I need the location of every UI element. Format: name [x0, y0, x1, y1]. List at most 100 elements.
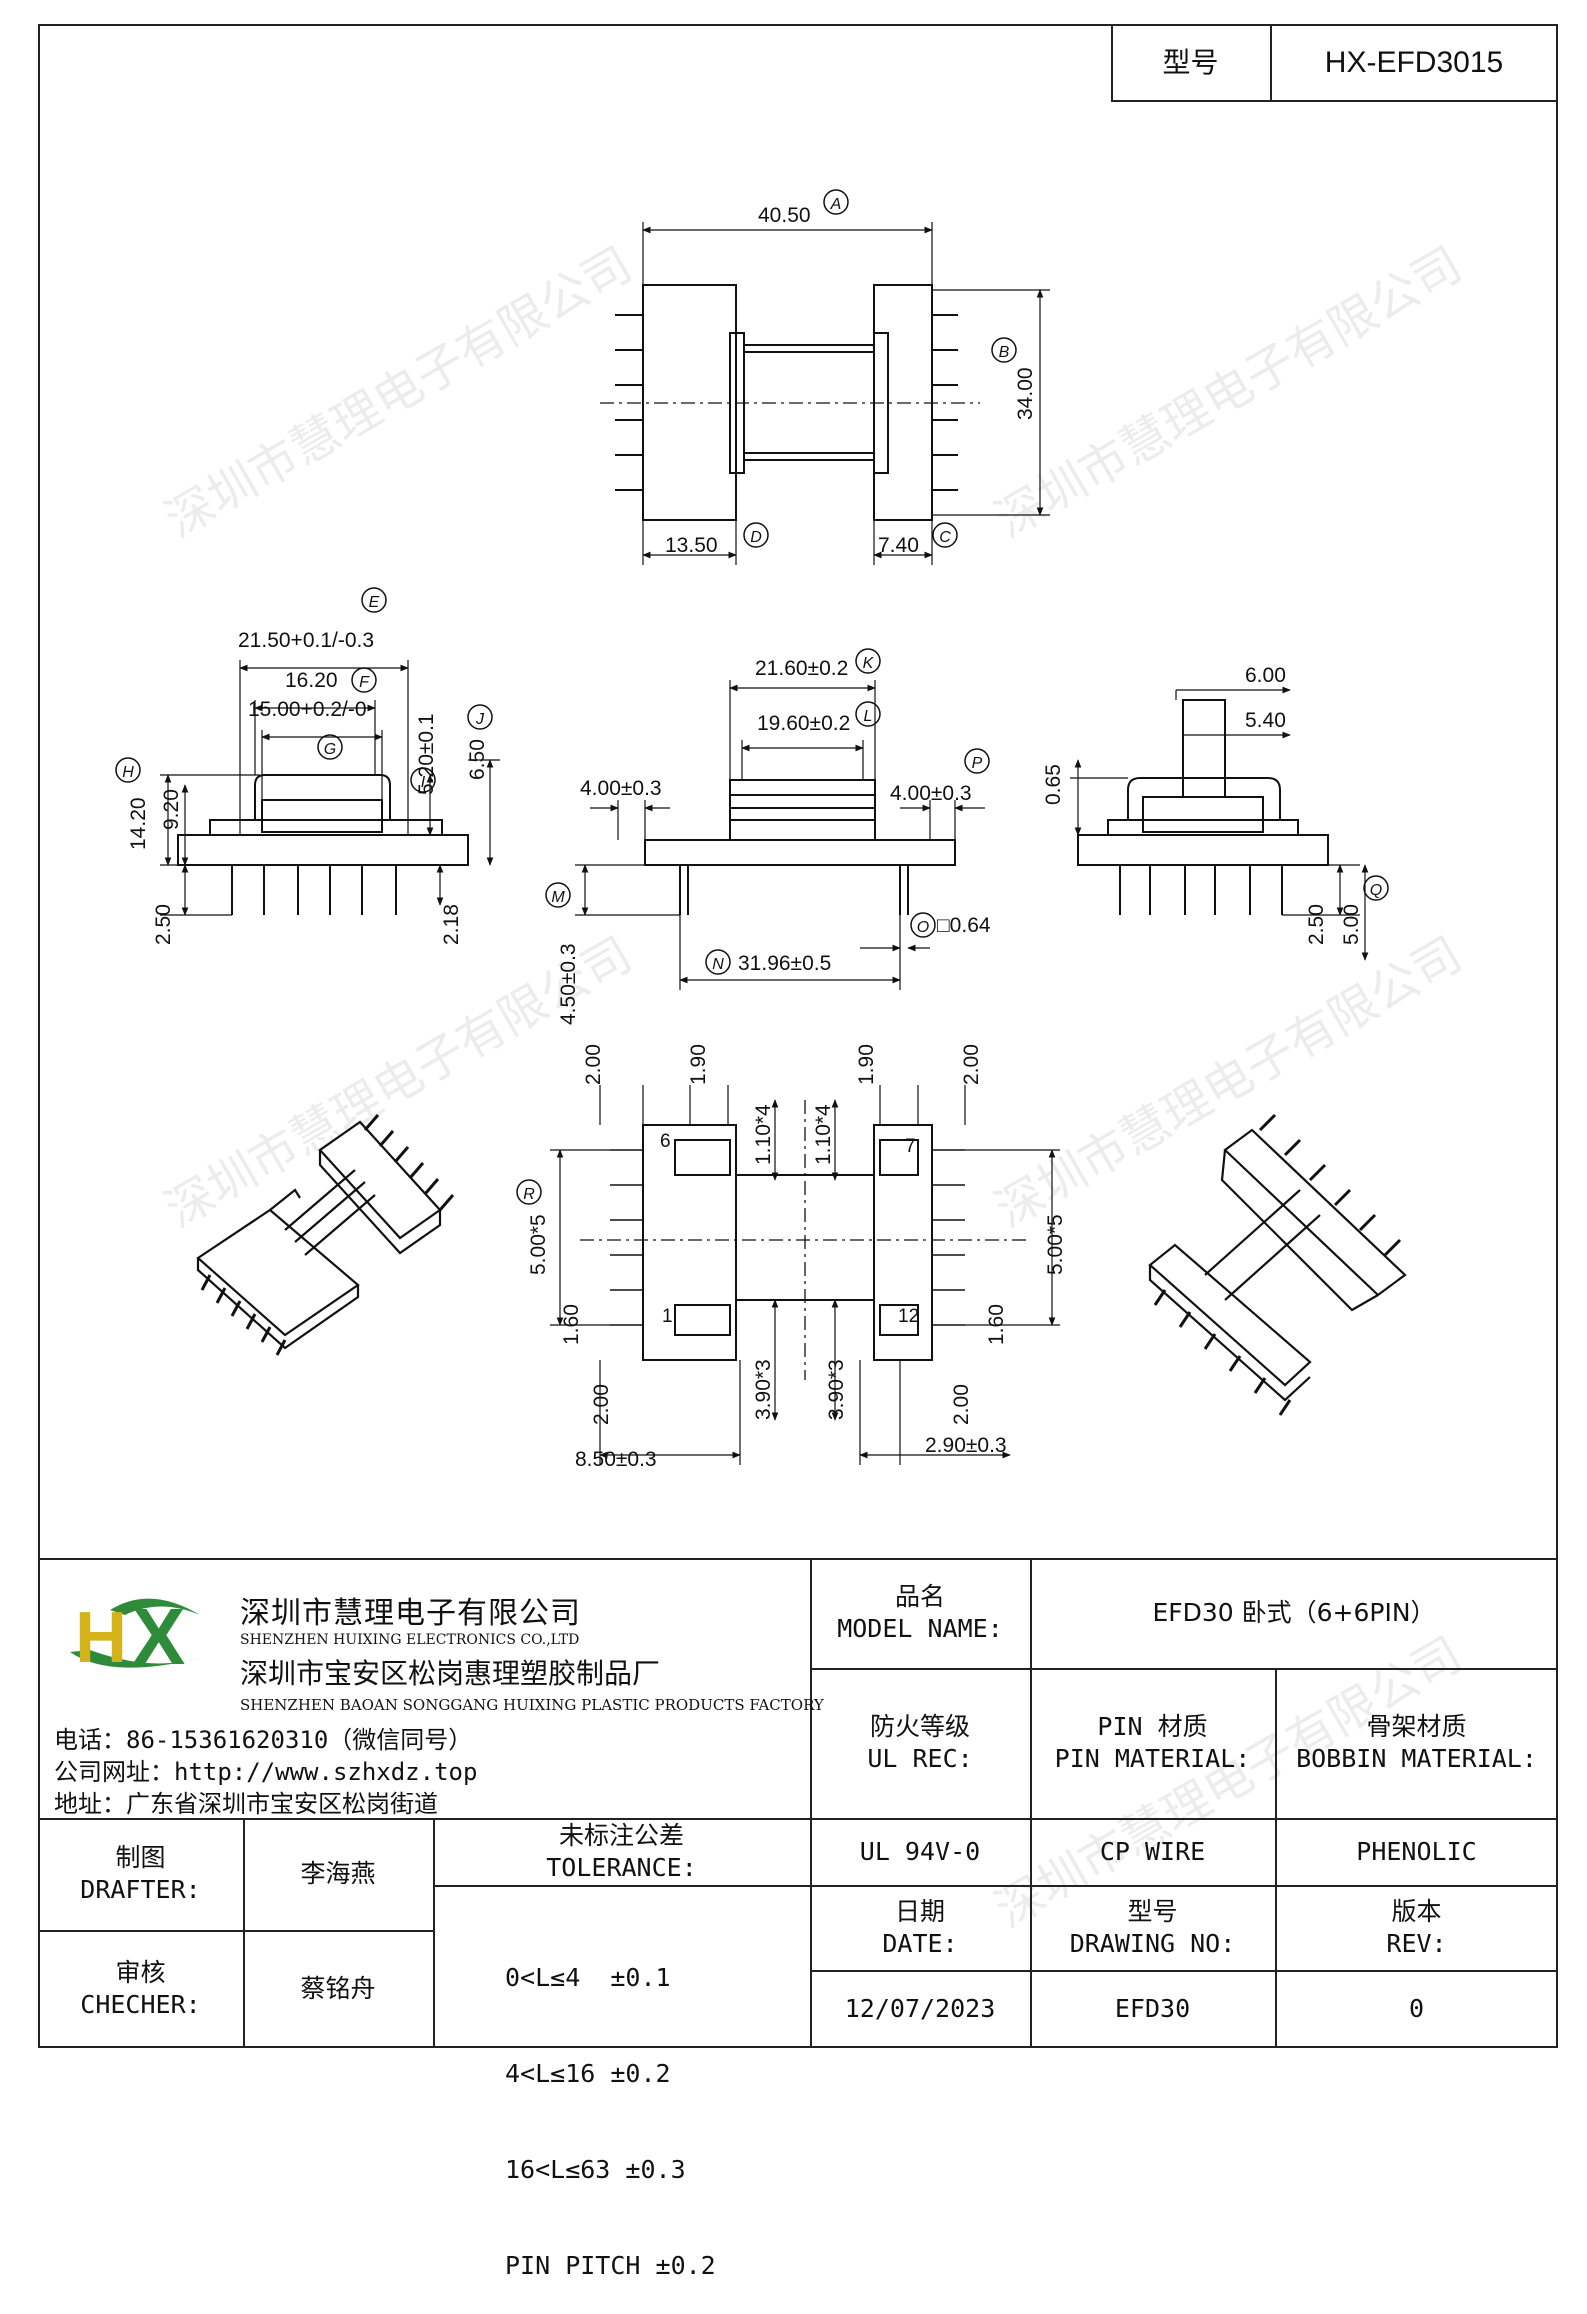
mark-b: B [999, 344, 1010, 361]
tolerance-line: 4<L≤16 ±0.2 [505, 2059, 671, 2088]
dim-6-50: 6.50 [466, 739, 489, 780]
mark-h: H [122, 764, 134, 781]
dim-r-right: 5.00*5 [1044, 1214, 1067, 1275]
mark-q: Q [1370, 882, 1382, 899]
model-value: HX-EFD3015 [1324, 46, 1504, 79]
dim-5-20: 5.20±0.1 [415, 713, 438, 795]
mark-m: M [551, 889, 565, 906]
dim-k: 21.60±0.2 [755, 657, 848, 680]
model-label: 型号 [1162, 46, 1219, 79]
isometric-view-left [196, 1114, 455, 1356]
dim-n: 31.96±0.5 [738, 952, 831, 975]
factory-name-cn: 深圳市宝安区松岗惠理塑胶制品厂 [240, 1657, 661, 1690]
dim-4-00-left: 4.00±0.3 [580, 777, 662, 800]
mark-n: N [712, 956, 724, 973]
dim-1-10-right: 1.10*4 [812, 1104, 835, 1165]
dim-f: 16.20 [285, 669, 338, 692]
company-phone: 电话：86-15361620310（微信同号） [54, 1726, 473, 1754]
dim-r: 5.00*5 [527, 1214, 550, 1275]
model-name-value: EFD30 卧式（6+6PIN） [1152, 1598, 1436, 1627]
technical-drawing: 40.50 A 34.00 B 7.40 C 13.50 D 21.50+0.1… [115, 189, 1407, 1471]
dim-l: 19.60±0.2 [757, 712, 850, 735]
pin-1-label: 1 [662, 1306, 673, 1327]
rev-value: 0 [1408, 1994, 1425, 2023]
pin-7-label: 7 [905, 1136, 916, 1157]
mark-j: J [475, 711, 485, 728]
dim-8-50: 8.50±0.3 [575, 1448, 657, 1471]
dim-o: □0.64 [937, 914, 991, 937]
bobbin-material-value: PHENOLIC [1356, 1836, 1477, 1866]
drawing-no-value: EFD30 [1114, 1994, 1191, 2023]
factory-name-en: SHENZHEN BAOAN SONGGANG HUIXING PLASTIC … [240, 1696, 824, 1714]
front-view-center [545, 648, 990, 990]
dim-5-40: 5.40 [1245, 709, 1286, 732]
company-address: 地址：广东省深圳市宝安区松岗街道 [54, 1790, 438, 1818]
dim-a: 40.50 [758, 204, 811, 227]
mark-c: C [939, 529, 951, 546]
dim-2-00-br: 2.00 [950, 1384, 973, 1425]
tolerance-values: 0<L≤4 ±0.1 4<L≤16 ±0.2 16<L≤63 ±0.3 PIN … [505, 1898, 805, 2314]
dim-1-90-tr: 1.90 [855, 1044, 878, 1085]
dim-1-90-tl: 1.90 [687, 1044, 710, 1085]
top-view [600, 189, 1050, 565]
pin-12-label: 12 [898, 1306, 919, 1327]
drafter-value: 李海燕 [300, 1859, 376, 1888]
dim-1-60-right: 1.60 [985, 1304, 1008, 1345]
dim-g: 15.00+0.2/-0 [248, 698, 367, 721]
dim-e: 21.50+0.1/-0.3 [238, 629, 374, 652]
dim-2-00-bl: 2.00 [590, 1384, 613, 1425]
dim-b: 34.00 [1014, 367, 1037, 420]
dim-2-90: 2.90±0.3 [925, 1434, 1007, 1457]
mark-o: O [917, 919, 929, 936]
mark-r: R [523, 1186, 535, 1203]
mark-a: A [830, 196, 842, 213]
company-logo: H X [50, 1580, 220, 1690]
tolerance-line: 0<L≤4 ±0.1 [505, 1963, 671, 1992]
tolerance-line: 16<L≤63 ±0.3 [505, 2155, 686, 2184]
dim-2-18: 2.18 [440, 904, 463, 945]
model-header-box [1111, 24, 1558, 102]
mark-e: E [369, 594, 380, 611]
company-name-cn: 深圳市慧理电子有限公司 [240, 1596, 581, 1631]
dim-2-50: 2.50 [152, 904, 175, 945]
svg-text:H: H [75, 1598, 127, 1678]
dim-m: 4.50±0.3 [557, 943, 580, 1025]
side-view-left [115, 587, 500, 916]
dim-q: 5.00 [1340, 904, 1363, 945]
svg-text:X: X [132, 1592, 185, 1681]
mark-d: D [750, 529, 762, 546]
dim-2-00-tl: 2.00 [582, 1044, 605, 1085]
fire-rating-value: UL 94V-0 [859, 1836, 981, 1866]
company-website: 公司网址：http://www.szhxdz.top [54, 1758, 478, 1786]
checker-value: 蔡铭舟 [300, 1974, 376, 2003]
company-name-en: SHENZHEN HUIXING ELECTRONICS CO.,LTD [240, 1632, 580, 1648]
bottom-view [516, 1085, 1060, 1465]
mark-f: F [359, 674, 370, 691]
pin-6-label: 6 [660, 1131, 671, 1152]
drawing-sheet [38, 24, 1558, 2048]
date-value: 12/07/2023 [844, 1994, 996, 2023]
dim-6-00: 6.00 [1245, 664, 1286, 687]
dim-9-20: 9.20 [160, 789, 183, 830]
mark-p: P [972, 755, 983, 772]
mark-i: I [421, 774, 426, 791]
mark-g: G [324, 741, 336, 758]
dim-d: 13.50 [665, 534, 718, 557]
tolerance-line: PIN PITCH ±0.2 [505, 2251, 716, 2280]
dim-0-65: 0.65 [1042, 764, 1065, 805]
dim-3-90-right: 3.90*3 [825, 1359, 848, 1420]
dim-2-00-tr: 2.00 [960, 1044, 983, 1085]
dim-1-60-left: 1.60 [560, 1304, 583, 1345]
dim-2-50-right: 2.50 [1305, 904, 1328, 945]
dim-h: 14.20 [127, 797, 150, 850]
dim-p: 4.00±0.3 [890, 782, 972, 805]
dim-c: 7.40 [878, 534, 919, 557]
